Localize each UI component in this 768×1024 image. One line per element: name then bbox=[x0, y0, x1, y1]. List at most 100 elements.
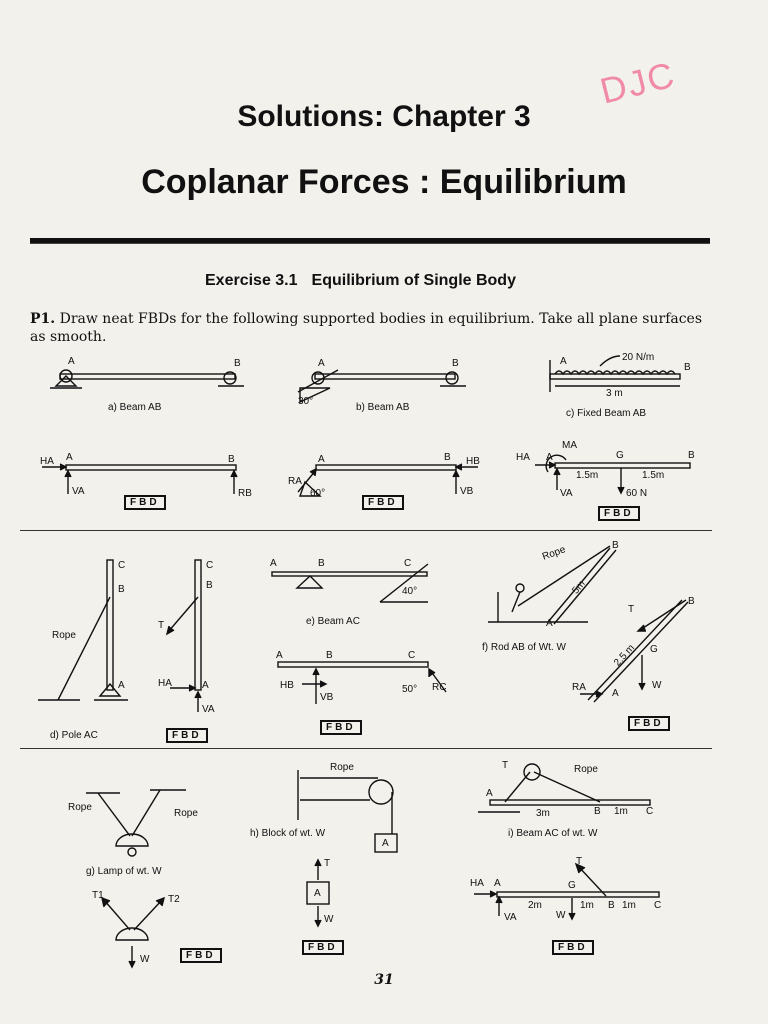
label-b-VB: VB bbox=[460, 486, 474, 497]
label-c-seg1: 1.5m bbox=[576, 470, 599, 481]
label-i-HA: HA bbox=[470, 878, 484, 889]
label-c-HA: HA bbox=[516, 452, 530, 463]
label-h-fbd-A: A bbox=[314, 888, 321, 899]
label-i-fbd-A: A bbox=[494, 878, 501, 889]
label-h-W: W bbox=[324, 914, 334, 925]
label-e-VB: VB bbox=[320, 692, 334, 703]
label-c-span: 3 m bbox=[606, 388, 623, 399]
label-e-fbd-B: B bbox=[326, 650, 333, 661]
figure-b-beam bbox=[297, 369, 466, 404]
label-e-fbd-C: C bbox=[408, 650, 416, 661]
label-f-B: B bbox=[612, 540, 619, 551]
label-a-B: B bbox=[234, 358, 241, 369]
figure-e-beam bbox=[271, 563, 429, 603]
label-i-B: B bbox=[594, 806, 601, 817]
label-c-load: 20 N/m bbox=[622, 352, 655, 363]
fbd-tag-d: FBD bbox=[166, 728, 208, 743]
label-i-G: G bbox=[568, 880, 576, 891]
figure-f-fbd bbox=[580, 599, 689, 703]
figure-g-fbd bbox=[101, 896, 166, 969]
label-e-HB: HB bbox=[280, 680, 294, 691]
problem-text: Draw neat FBDs for the following support… bbox=[30, 311, 703, 345]
title-rule bbox=[30, 238, 710, 244]
label-g-rope-right: Rope bbox=[174, 808, 198, 819]
figure-i-beam bbox=[478, 763, 651, 813]
label-c-B: B bbox=[684, 362, 691, 373]
label-a-fbd-B: B bbox=[228, 454, 235, 465]
label-i-3m: 3m bbox=[536, 808, 550, 819]
label-b-RA: RA bbox=[288, 476, 302, 487]
row-divider-1 bbox=[20, 530, 712, 531]
label-a-A: A bbox=[68, 356, 75, 367]
caption-h: h) Block of wt. W bbox=[250, 828, 326, 839]
label-g-T1: T1 bbox=[92, 890, 104, 901]
label-e-B: B bbox=[318, 558, 325, 569]
figure-b-fbd bbox=[297, 463, 478, 497]
label-d-A: A bbox=[118, 680, 125, 691]
label-f-T: T bbox=[628, 604, 635, 615]
figure-g-lamp bbox=[86, 789, 186, 857]
label-a-fbd-A: A bbox=[66, 452, 73, 463]
label-i-T: T bbox=[502, 760, 509, 771]
label-c-force: 60 N bbox=[626, 488, 648, 499]
label-i-fbd-1m-b: 1m bbox=[622, 900, 636, 911]
label-d-C: C bbox=[118, 560, 126, 571]
caption-g: g) Lamp of wt. W bbox=[86, 866, 162, 877]
label-c-A: A bbox=[560, 356, 567, 367]
label-i-rope: Rope bbox=[574, 764, 598, 775]
label-e-fbd-A: A bbox=[276, 650, 283, 661]
label-a-RB: RB bbox=[238, 488, 252, 499]
label-f-RA: RA bbox=[572, 682, 586, 693]
fbd-tag-a: FBD bbox=[124, 495, 166, 510]
figure-i-fbd bbox=[474, 862, 660, 921]
label-h-T: T bbox=[324, 858, 331, 869]
page-number: 31 bbox=[374, 972, 394, 988]
label-b-HB: HB bbox=[466, 456, 480, 467]
label-e-C: C bbox=[404, 558, 412, 569]
chapter-heading: Solutions: Chapter 3 bbox=[237, 100, 531, 133]
problem-number: P1. bbox=[30, 311, 56, 327]
caption-f: f) Rod AB of Wt. W bbox=[482, 642, 566, 653]
label-d-rope: Rope bbox=[52, 630, 76, 641]
fbd-tag-e: FBD bbox=[320, 720, 362, 735]
figure-c-fbd bbox=[535, 454, 691, 495]
label-f-G: G bbox=[650, 644, 658, 655]
label-c-MA: MA bbox=[562, 440, 577, 451]
label-a-HA: HA bbox=[40, 456, 54, 467]
fbd-tag-b: FBD bbox=[362, 495, 404, 510]
caption-d: d) Pole AC bbox=[50, 730, 98, 741]
figure-h-fbd bbox=[306, 858, 330, 928]
fbd-tag-g: FBD bbox=[180, 948, 222, 963]
label-i-C: C bbox=[646, 806, 654, 817]
label-g-rope-left: Rope bbox=[68, 802, 92, 813]
label-i-A: A bbox=[486, 788, 493, 799]
label-d-T: T bbox=[158, 620, 165, 631]
figure-e-fbd bbox=[277, 661, 447, 704]
label-c-fbd-A: A bbox=[546, 452, 553, 463]
caption-e: e) Beam AC bbox=[306, 616, 360, 627]
label-i-fbd-T: T bbox=[576, 856, 583, 867]
page-title: Coplanar Forces : Equilibrium bbox=[141, 163, 627, 201]
label-b-fbd-A: A bbox=[318, 454, 325, 465]
figure-d-fbd bbox=[165, 559, 202, 712]
caption-c: c) Fixed Beam AB bbox=[566, 408, 647, 419]
label-d-fbd-C: C bbox=[206, 560, 214, 571]
label-f-fbd-A: A bbox=[612, 688, 619, 699]
label-f-W: W bbox=[652, 680, 662, 691]
figure-a-beam bbox=[50, 369, 244, 389]
label-i-fbd-C: C bbox=[654, 900, 662, 911]
label-a-VA: VA bbox=[72, 486, 85, 497]
label-b-angle30: 30° bbox=[298, 396, 314, 407]
caption-b: b) Beam AB bbox=[356, 402, 410, 413]
label-g-T2: T2 bbox=[168, 894, 180, 905]
label-f-A: A bbox=[546, 618, 553, 629]
label-c-G: G bbox=[616, 450, 624, 461]
label-i-fbd-1m-a: 1m bbox=[580, 900, 594, 911]
label-h-A: A bbox=[382, 838, 389, 849]
label-b-angle60: 60° bbox=[310, 488, 326, 499]
fbd-tag-h: FBD bbox=[302, 940, 344, 955]
label-i-W: W bbox=[556, 910, 566, 921]
label-i-1m: 1m bbox=[614, 806, 628, 817]
